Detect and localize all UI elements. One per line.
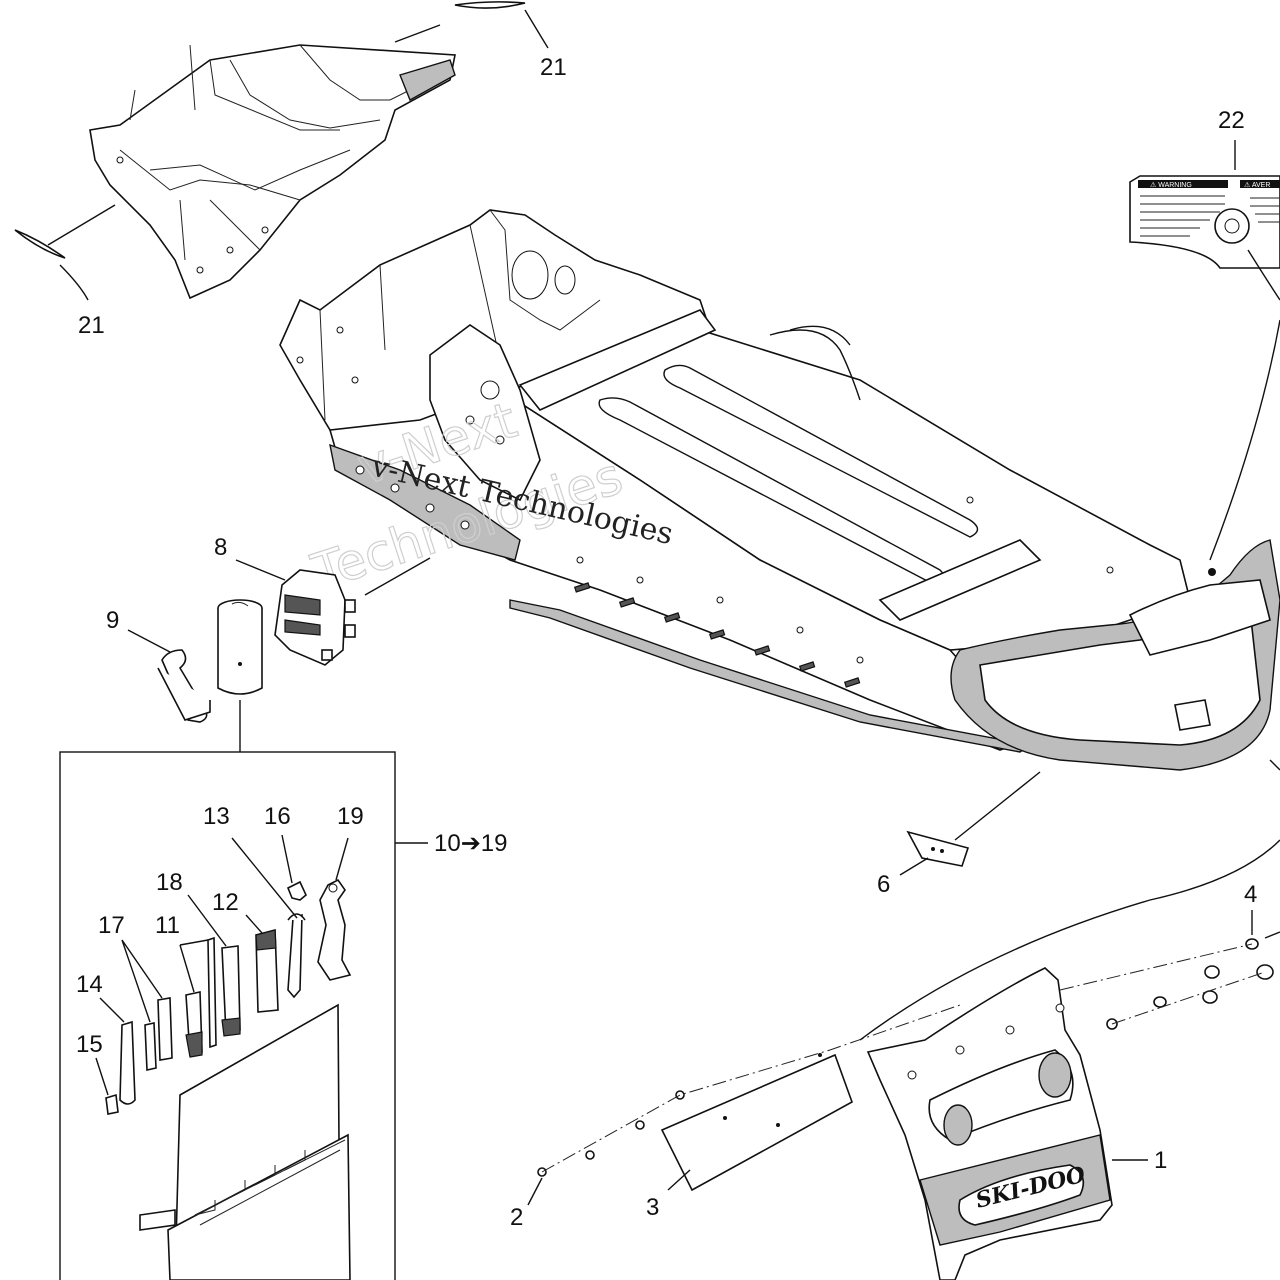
callout-16: 16 bbox=[264, 803, 291, 830]
backing-plate-part-3 bbox=[660, 1053, 853, 1192]
leader-9 bbox=[127, 629, 171, 653]
callout-21-top: 21 bbox=[540, 54, 567, 81]
trim-strip-left bbox=[14, 229, 66, 259]
callout-8: 8 bbox=[214, 534, 227, 561]
leader-17 bbox=[121, 939, 163, 1023]
callout-22: 22 bbox=[1218, 107, 1245, 134]
leader-11 bbox=[179, 939, 209, 993]
callout-14: 14 bbox=[76, 971, 103, 998]
leader-8-chassis bbox=[364, 557, 431, 596]
tool-kit-panel: 10➔19 19 16 13 12 18 bbox=[59, 751, 508, 1280]
leader-6-arrow bbox=[954, 771, 1041, 841]
dash-line-4b bbox=[1111, 971, 1266, 1025]
callout-2: 2 bbox=[510, 1204, 523, 1231]
leader-21-left-b bbox=[59, 264, 89, 301]
leader-18 bbox=[187, 894, 227, 947]
strap-part-9 bbox=[157, 649, 211, 723]
insulator-part-8 bbox=[274, 569, 356, 666]
leader-21-top bbox=[394, 24, 441, 43]
callout-4: 4 bbox=[1244, 881, 1257, 908]
callout-21-left: 21 bbox=[78, 312, 105, 339]
leader-15 bbox=[95, 1057, 109, 1096]
callout-1: 1 bbox=[1154, 1147, 1167, 1174]
callout-12: 12 bbox=[212, 889, 239, 916]
decal-heading-left: ⚠ WARNING bbox=[1150, 181, 1192, 189]
callout-18: 18 bbox=[156, 869, 183, 896]
callout-19: 19 bbox=[337, 803, 364, 830]
leader-4-arrow bbox=[1264, 931, 1280, 939]
callout-3: 3 bbox=[646, 1194, 659, 1221]
callout-10-19: 10➔19 bbox=[434, 830, 508, 857]
tool-kit-cylinder bbox=[217, 599, 263, 695]
leader-2 bbox=[527, 1177, 543, 1206]
leader-22-chassis bbox=[1209, 319, 1280, 561]
dash-line-2 bbox=[541, 1004, 961, 1173]
callout-15: 15 bbox=[76, 1031, 103, 1058]
leader-rear-arrow bbox=[1269, 759, 1280, 771]
dash-line-4a bbox=[1059, 943, 1253, 991]
leader-14 bbox=[99, 997, 125, 1023]
leader-19 bbox=[335, 837, 349, 881]
snow-flap-part-1: SKI-DOO bbox=[866, 967, 1113, 1280]
callout-6: 6 bbox=[877, 871, 890, 898]
leader-3 bbox=[667, 1169, 691, 1191]
plate-part-6 bbox=[906, 830, 970, 867]
leader-8 bbox=[235, 559, 286, 581]
leader-21-top-b bbox=[524, 9, 549, 49]
chassis-frame bbox=[279, 209, 1280, 771]
decal-heading-right: ⚠ AVER bbox=[1244, 181, 1270, 189]
callout-17: 17 bbox=[98, 912, 125, 939]
callout-11: 11 bbox=[155, 912, 180, 939]
leader-6 bbox=[899, 857, 929, 876]
leader-22-b bbox=[1247, 249, 1280, 301]
leader-21-left bbox=[47, 204, 116, 246]
callout-13: 13 bbox=[203, 803, 230, 830]
windshield-strip bbox=[454, 1, 526, 9]
callout-9: 9 bbox=[106, 607, 119, 634]
belly-pan-assembly bbox=[89, 44, 456, 300]
leader-12 bbox=[245, 914, 263, 934]
leader-13 bbox=[231, 837, 298, 919]
fasteners-part-2 bbox=[537, 1090, 685, 1177]
leader-flap-curve bbox=[859, 839, 1280, 1041]
nuts-part-4 bbox=[1106, 938, 1274, 1030]
warning-decal: ⚠ WARNING ⚠ AVER bbox=[1129, 175, 1280, 269]
leader-16 bbox=[281, 834, 293, 884]
